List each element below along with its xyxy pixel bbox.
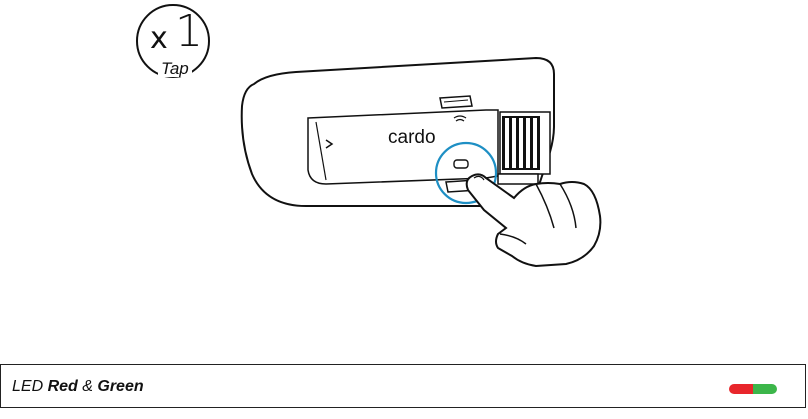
- badge-count: 1: [175, 10, 203, 54]
- led-joiner: &: [78, 378, 98, 395]
- badge-action-label: Tap: [158, 60, 192, 77]
- led-prefix: LED: [12, 378, 48, 395]
- headset-device-illustration: [236, 56, 616, 276]
- device-brand-logo: cardo: [388, 128, 436, 148]
- led-color-2: Green: [97, 378, 143, 395]
- device-body-icon: [236, 56, 616, 276]
- tap-count-badge: x 1 Tap: [130, 2, 216, 84]
- led-green-segment: [753, 384, 777, 394]
- led-indicator-icon: [729, 384, 777, 394]
- led-red-segment: [729, 384, 753, 394]
- led-status-text: LED Red & Green: [12, 377, 144, 397]
- led-color-1: Red: [48, 378, 78, 395]
- led-status-bar: LED Red & Green: [0, 364, 806, 408]
- badge-times: x: [150, 24, 168, 54]
